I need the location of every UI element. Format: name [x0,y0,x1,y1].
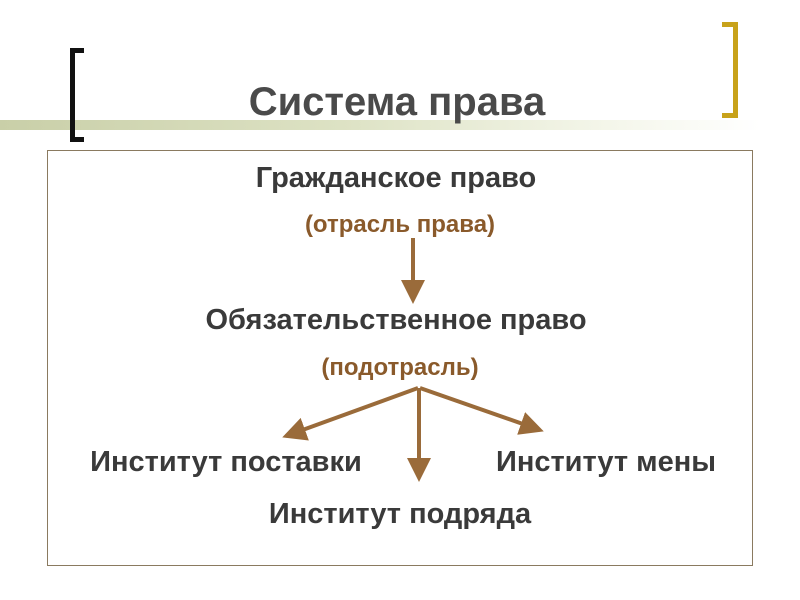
diagram-box [47,150,753,566]
node-supply-institute: Институт поставки [90,446,362,478]
title-underline [0,120,760,130]
node-exchange-institute: Институт мены [495,446,717,478]
node-obligations-law: Обязательственное право [205,304,587,336]
node-branch-label: (отрасль права) [304,211,496,238]
slide-title: Система права [248,80,546,124]
node-contract-work-institute: Институт подряда [268,498,532,530]
left-bracket-decoration [70,48,84,142]
right-bracket-decoration [722,22,738,118]
node-civil-law: Гражданское право [255,162,537,194]
node-subbranch-label: (подотрасль) [321,354,479,381]
